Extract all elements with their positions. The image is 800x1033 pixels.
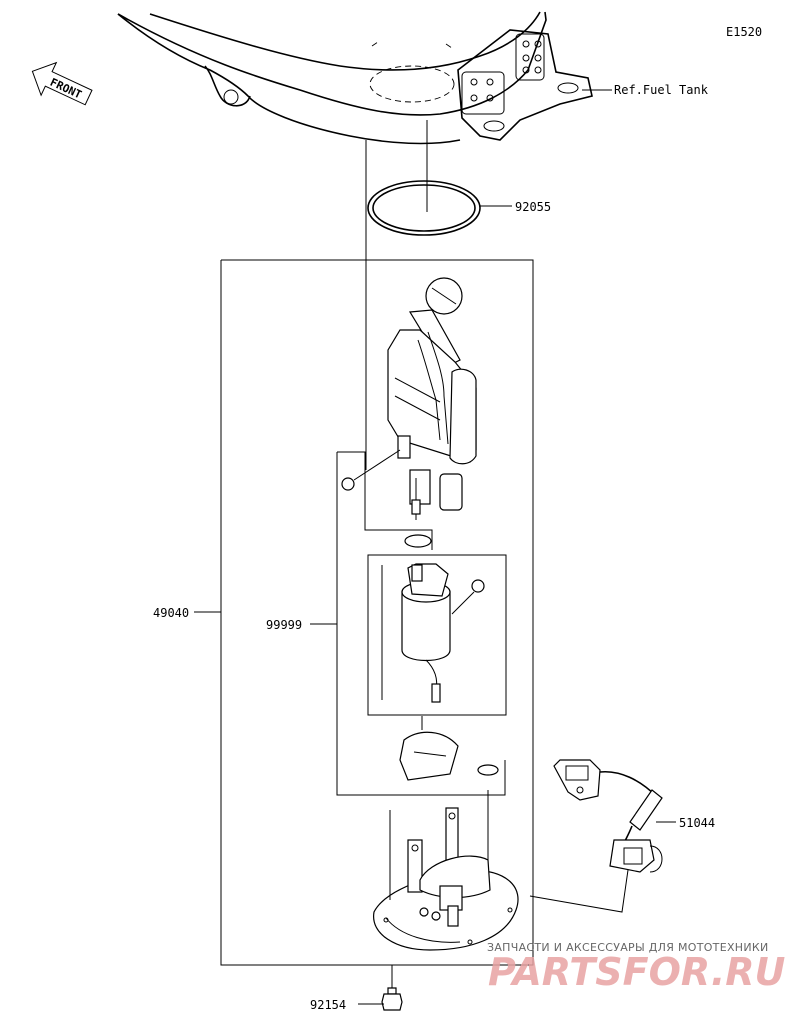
pump-base-flange <box>373 790 519 951</box>
fuel-filter <box>399 716 499 781</box>
part-label-51044: 51044 <box>679 816 715 830</box>
part-label-99999: 99999 <box>266 618 302 632</box>
watermark-brand: PARTSFOR.RU <box>488 950 786 994</box>
fuel-tank-reference <box>117 11 593 145</box>
front-arrow-icon: FRONT <box>31 61 93 106</box>
front-label: FRONT <box>48 76 84 102</box>
part-label-49040: 49040 <box>153 606 189 620</box>
bracket-49040 <box>221 259 534 890</box>
bolt-92154 <box>381 965 403 1011</box>
ref-fuel-tank-label: Ref.Fuel Tank <box>614 83 709 97</box>
diagram-code: E1520 <box>726 25 762 39</box>
pump-upper-housing <box>341 277 477 520</box>
wire-lead-51044 <box>553 759 663 873</box>
watermark-subtitle: ЗАПЧАСТИ И АКСЕССУАРЫ ДЛЯ МОТОТЕХНИКИ <box>487 941 769 954</box>
part-label-92055: 92055 <box>515 200 551 214</box>
o-ring-92055 <box>367 180 481 236</box>
fuel-pump-motor <box>401 534 485 703</box>
part-label-92154: 92154 <box>310 998 346 1012</box>
